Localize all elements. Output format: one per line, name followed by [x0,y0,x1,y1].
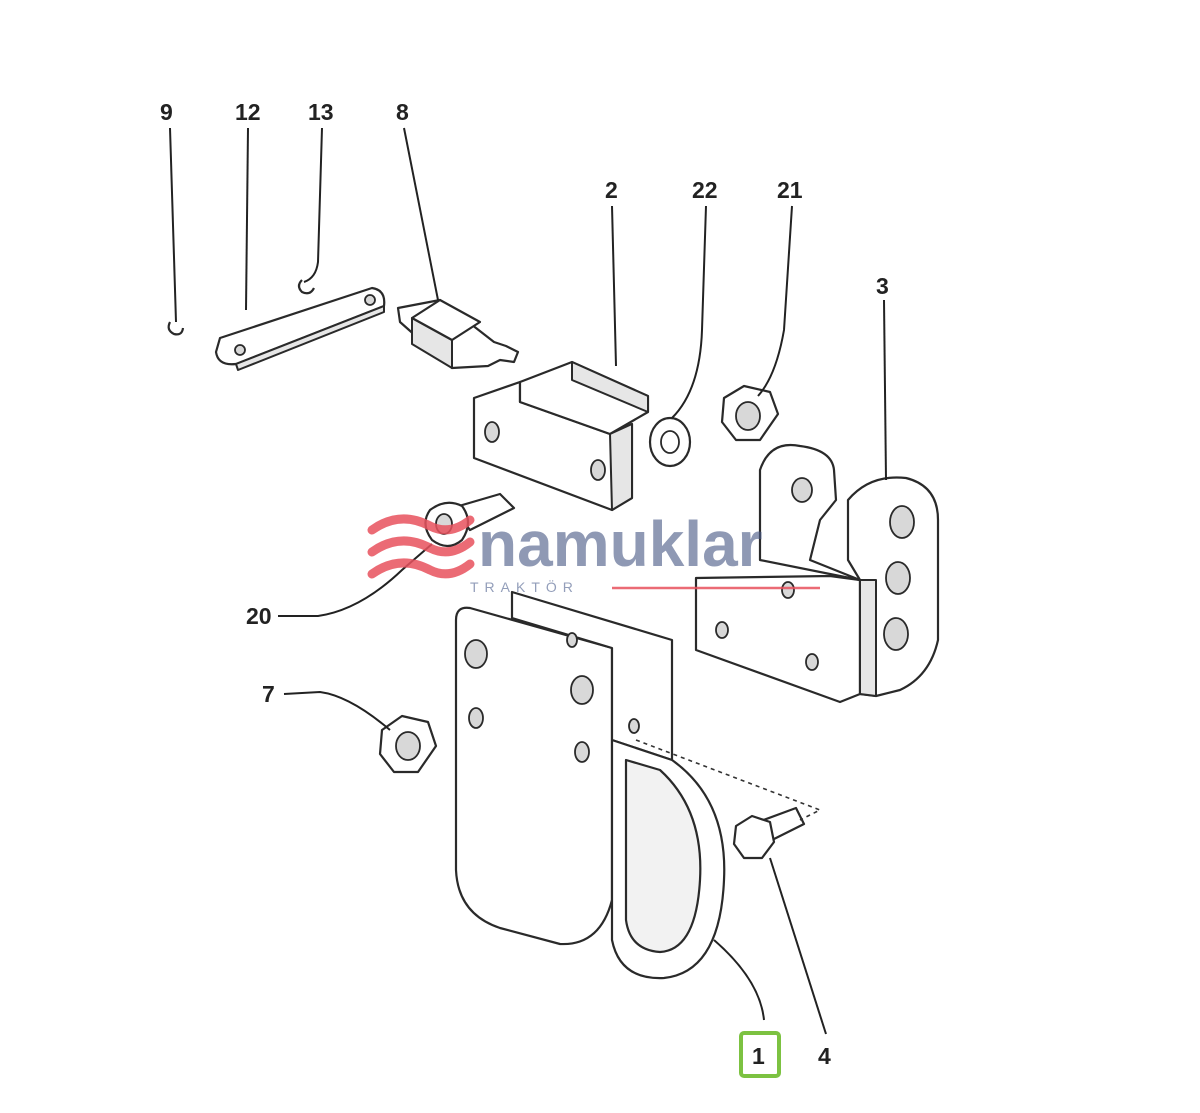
leader-lines [169,127,887,1035]
callout-12: 12 [235,99,261,125]
part-4-bolt [732,806,806,860]
watermark-logo-icon [367,514,475,579]
callout-1: 1 [752,1043,765,1069]
callout-8: 8 [396,99,409,125]
callout-2: 2 [605,177,618,203]
part-12-link-plate [214,286,386,371]
part-21-nut [720,384,780,442]
highlight-box-part-1 [739,1031,781,1078]
watermark: namuklar TRAKTÖR [367,508,820,595]
part-8-pin [396,298,520,370]
part-3-hitch-plate [694,443,940,704]
part-13-clip [297,279,315,295]
callout-22: 22 [692,177,718,203]
callout-21: 21 [777,177,803,203]
callout-20: 20 [246,603,272,629]
assembly-dashed-line [635,739,822,821]
part-7-nut [378,714,438,774]
watermark-brand: namuklar [478,508,763,580]
callout-3: 3 [876,273,889,299]
callout-9: 9 [160,99,173,125]
part-2-bracket [472,360,650,512]
part-1-drawbar-bracket [454,590,726,980]
callout-7: 7 [262,681,275,707]
callout-labels: 9 12 13 8 2 22 21 3 20 7 1 4 [160,99,889,1069]
watermark-subtitle: TRAKTÖR [470,578,579,595]
callout-13: 13 [308,99,334,125]
part-22-washer [648,416,692,468]
callout-4: 4 [818,1043,831,1069]
part-9-clip [167,321,185,336]
